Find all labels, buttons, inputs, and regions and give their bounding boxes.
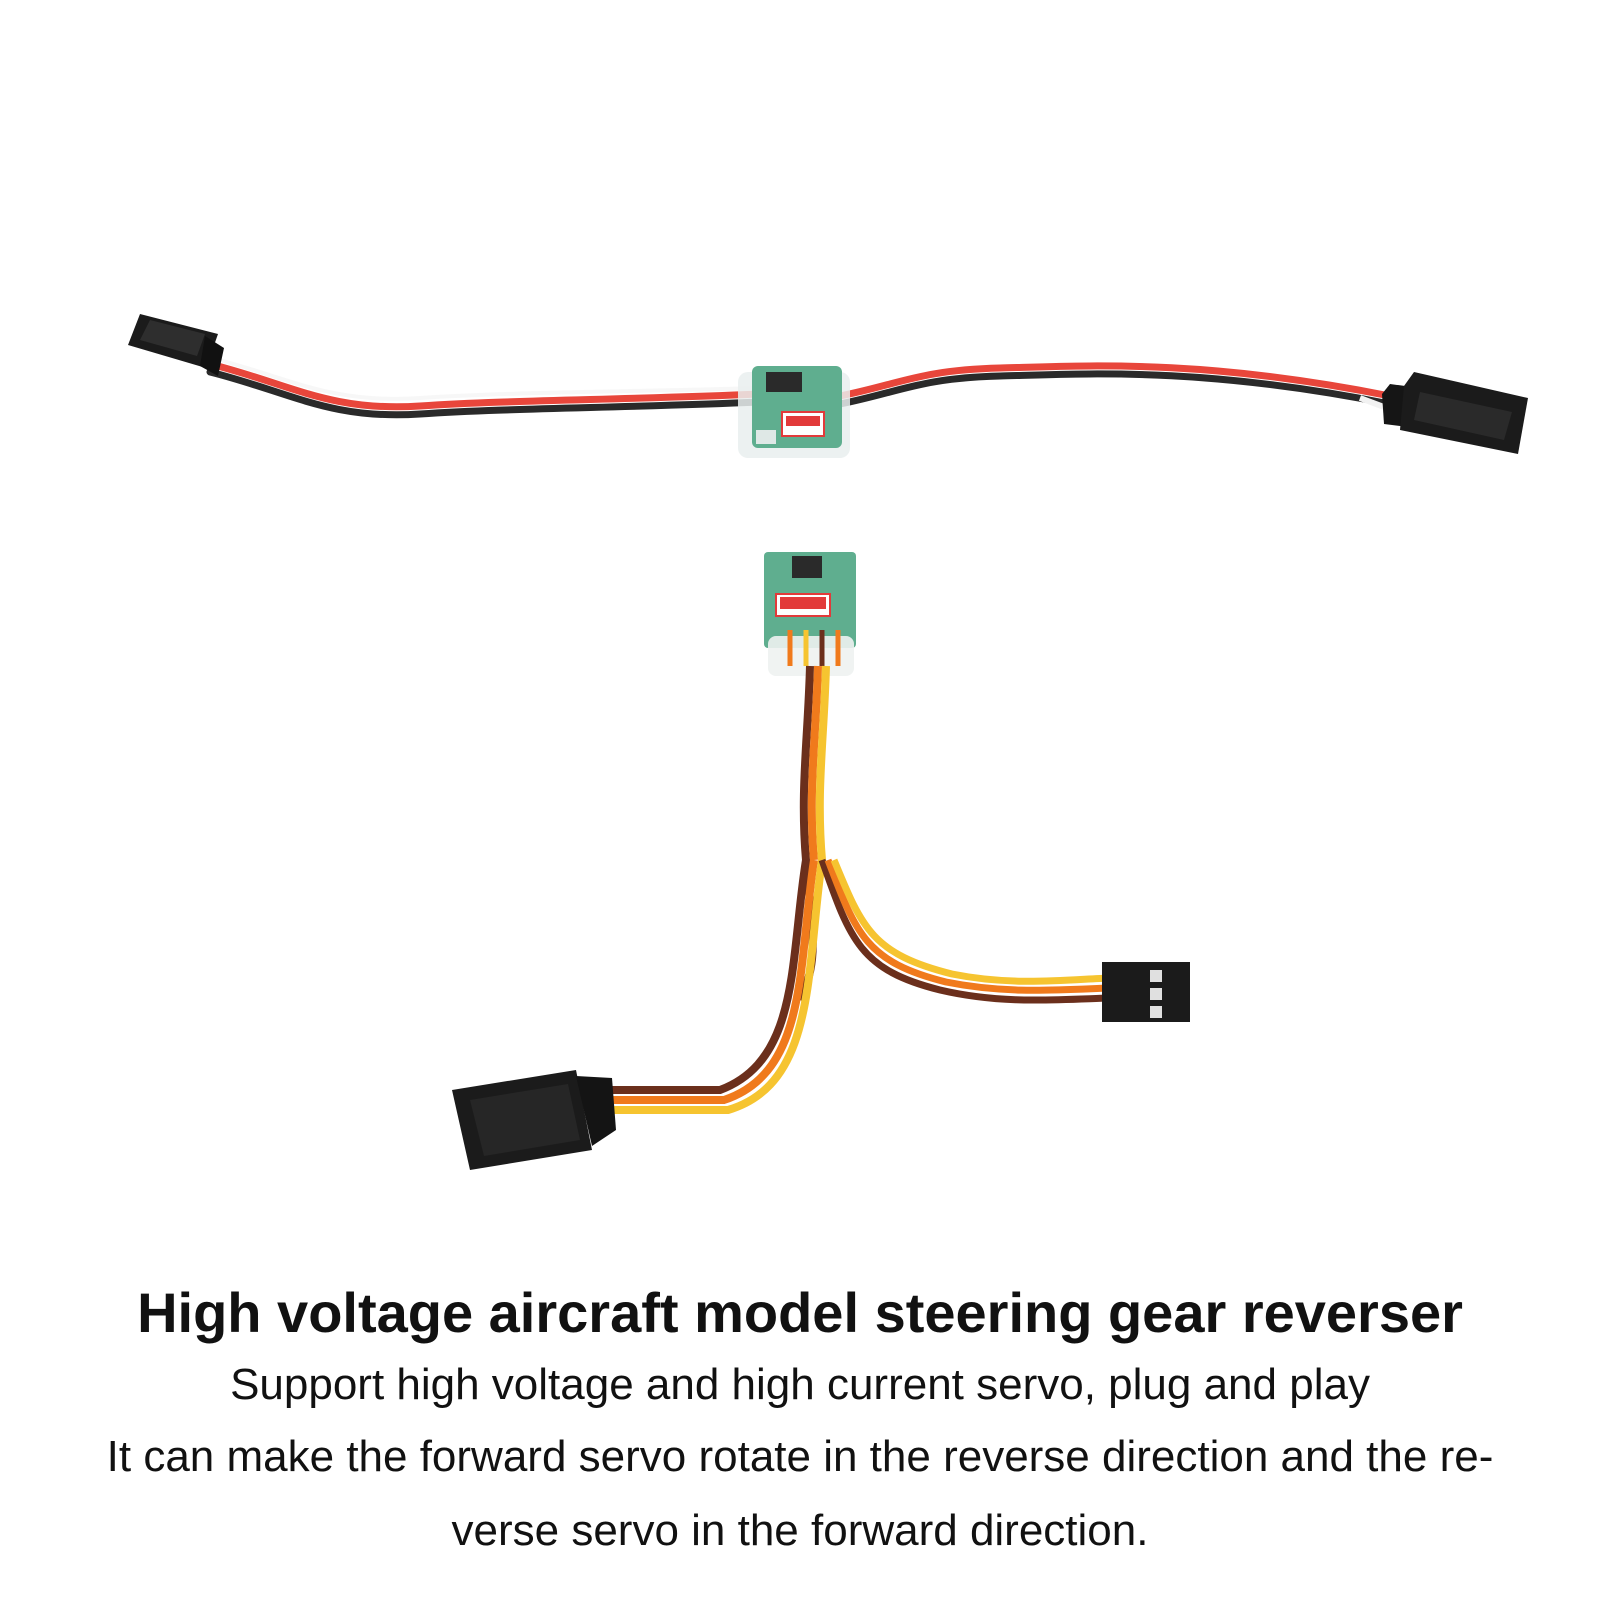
connector-left-large xyxy=(452,1070,616,1170)
connector-right-small xyxy=(1102,962,1190,1022)
product-title: High voltage aircraft model steering gea… xyxy=(137,1281,1463,1344)
y-reverser-cable xyxy=(452,552,1190,1170)
product-description-line-2: verse servo in the forward direction. xyxy=(451,1506,1149,1555)
reverser-module-horizontal xyxy=(738,366,850,458)
horizontal-reverser-cable xyxy=(128,314,1528,458)
product-description-line-1: It can make the forward servo rotate in … xyxy=(106,1432,1494,1481)
reverser-module-vertical xyxy=(764,552,856,676)
connector-right-large xyxy=(1382,372,1528,454)
product-photo xyxy=(128,314,1528,1170)
product-subtitle: Support high voltage and high current se… xyxy=(230,1360,1370,1409)
connector-left-small xyxy=(128,314,224,376)
servo-reverser-product-photo xyxy=(128,314,1528,1170)
